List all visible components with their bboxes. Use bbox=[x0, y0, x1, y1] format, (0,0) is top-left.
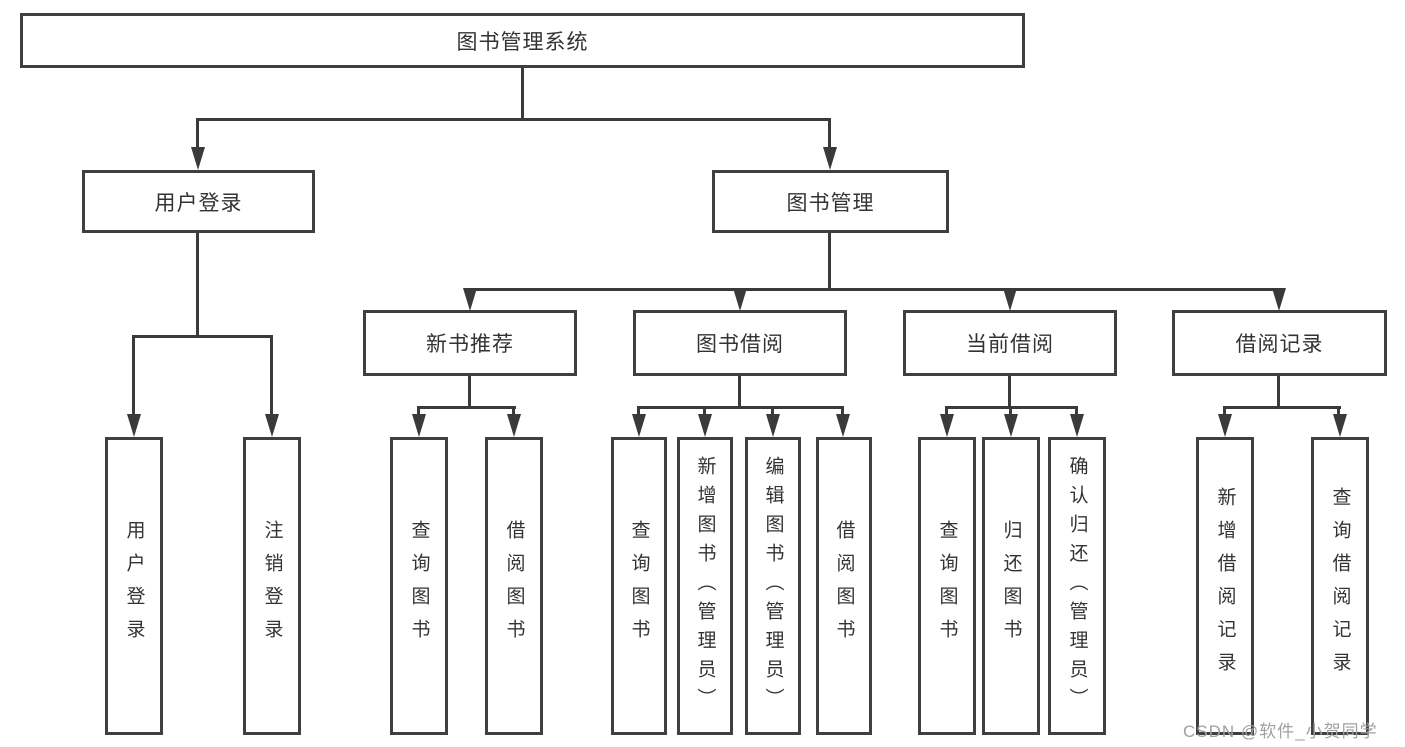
connector-line bbox=[132, 335, 273, 338]
connector-line bbox=[468, 376, 471, 408]
leaf-label: 借阅图书 bbox=[833, 520, 855, 652]
connector-line bbox=[417, 406, 516, 409]
connector-line bbox=[637, 406, 844, 409]
leaf-cb-return-books: 归还图书 bbox=[982, 437, 1040, 735]
arrow-down-icon bbox=[1070, 414, 1084, 437]
node-new-book-recommend: 新书推荐 bbox=[363, 310, 577, 376]
leaf-nb-query-books: 查询图书 bbox=[390, 437, 448, 735]
leaf-label: 归还图书 bbox=[1000, 520, 1022, 652]
leaf-label: 注销登录 bbox=[261, 520, 283, 652]
connector-line bbox=[270, 335, 273, 417]
arrow-down-icon bbox=[1218, 414, 1232, 437]
leaf-label: 新增图书（管理员） bbox=[694, 455, 716, 717]
node-book-management: 图书管理 bbox=[712, 170, 949, 233]
connector-line bbox=[1337, 406, 1340, 418]
connector-line bbox=[196, 233, 199, 335]
leaf-label: 新增借阅记录 bbox=[1214, 487, 1236, 685]
arrow-down-icon bbox=[191, 147, 205, 170]
arrow-down-icon bbox=[733, 288, 747, 311]
arrow-down-icon bbox=[1272, 288, 1286, 311]
leaf-user-login: 用户登录 bbox=[105, 437, 163, 735]
leaf-bb-borrow-books: 借阅图书 bbox=[816, 437, 872, 735]
leaf-br-add-record: 新增借阅记录 bbox=[1196, 437, 1254, 735]
connector-line bbox=[132, 335, 135, 417]
connector-line bbox=[1075, 406, 1078, 418]
arrow-down-icon bbox=[766, 414, 780, 437]
arrow-down-icon bbox=[836, 414, 850, 437]
leaf-label: 编辑图书（管理员） bbox=[762, 455, 784, 717]
node-borrowing-records: 借阅记录 bbox=[1172, 310, 1387, 376]
leaf-label: 查询图书 bbox=[628, 520, 650, 652]
leaf-cb-query-books: 查询图书 bbox=[918, 437, 976, 735]
connector-line bbox=[1009, 406, 1012, 418]
connector-line bbox=[703, 406, 706, 418]
watermark: CSDN @软件_小贺同学 bbox=[1183, 722, 1378, 741]
connector-line bbox=[945, 406, 948, 418]
connector-line bbox=[1223, 406, 1226, 418]
arrow-down-icon bbox=[265, 414, 279, 437]
connector-line bbox=[197, 118, 831, 121]
connector-line bbox=[841, 406, 844, 418]
leaf-label: 查询图书 bbox=[936, 520, 958, 652]
leaf-logout: 注销登录 bbox=[243, 437, 301, 735]
connector-line bbox=[521, 67, 524, 118]
leaf-label: 确认归还（管理员） bbox=[1066, 455, 1088, 717]
leaf-nb-borrow-books: 借阅图书 bbox=[485, 437, 543, 735]
arrow-down-icon bbox=[940, 414, 954, 437]
connector-line bbox=[468, 288, 1280, 291]
arrow-down-icon bbox=[823, 147, 837, 170]
leaf-br-query-record: 查询借阅记录 bbox=[1311, 437, 1369, 735]
leaf-label: 用户登录 bbox=[123, 520, 145, 652]
node-root: 图书管理系统 bbox=[20, 13, 1025, 68]
arrow-down-icon bbox=[507, 414, 521, 437]
connector-line bbox=[828, 118, 831, 151]
leaf-label: 借阅图书 bbox=[503, 520, 525, 652]
connector-line bbox=[637, 406, 640, 418]
node-user-login: 用户登录 bbox=[82, 170, 315, 233]
arrow-down-icon bbox=[1004, 414, 1018, 437]
connector-line bbox=[196, 118, 199, 151]
connector-line bbox=[738, 376, 741, 408]
leaf-bb-edit-books: 编辑图书（管理员） bbox=[745, 437, 801, 735]
node-book-borrowing: 图书借阅 bbox=[633, 310, 847, 376]
connector-line bbox=[771, 406, 774, 418]
arrow-down-icon bbox=[127, 414, 141, 437]
node-current-borrowing: 当前借阅 bbox=[903, 310, 1117, 376]
arrow-down-icon bbox=[463, 288, 477, 311]
arrow-down-icon bbox=[1003, 288, 1017, 311]
leaf-label: 查询借阅记录 bbox=[1329, 487, 1351, 685]
arrow-down-icon bbox=[698, 414, 712, 437]
connector-line bbox=[828, 233, 831, 290]
connector-line bbox=[1223, 406, 1341, 409]
leaf-bb-query-books: 查询图书 bbox=[611, 437, 667, 735]
leaf-bb-add-books: 新增图书（管理员） bbox=[677, 437, 733, 735]
connector-line bbox=[512, 406, 515, 418]
leaf-label: 查询图书 bbox=[408, 520, 430, 652]
connector-line bbox=[1277, 376, 1280, 408]
connector-line bbox=[417, 406, 420, 418]
arrow-down-icon bbox=[412, 414, 426, 437]
arrow-down-icon bbox=[632, 414, 646, 437]
connector-line bbox=[1008, 376, 1011, 408]
leaf-cb-confirm-return: 确认归还（管理员） bbox=[1048, 437, 1106, 735]
arrow-down-icon bbox=[1333, 414, 1347, 437]
